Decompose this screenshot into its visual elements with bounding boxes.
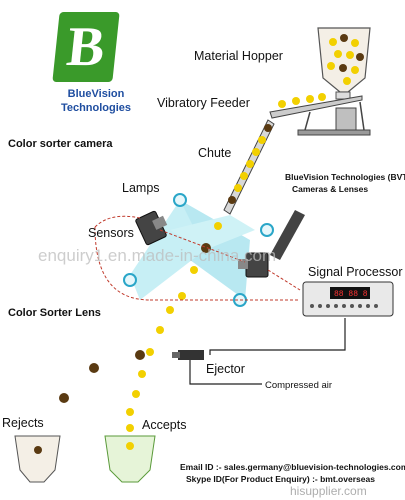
contact-email: Email ID :- sales.germany@bluevision-tec… xyxy=(180,462,405,472)
label-material-hopper: Material Hopper xyxy=(194,49,283,63)
label-lamps: Lamps xyxy=(122,181,160,195)
label-bvt-line2: Cameras & Lenses xyxy=(292,184,369,194)
camera-left-icon xyxy=(135,210,168,246)
reject-bin xyxy=(14,435,61,483)
label-chute: Chute xyxy=(198,146,232,160)
ejector-nozzle xyxy=(172,350,262,385)
vibratory-feeder xyxy=(269,95,371,136)
label-ejector: Ejector xyxy=(206,362,245,376)
lens-cable xyxy=(270,210,305,260)
logo: B BlueVision Technologies xyxy=(36,12,146,122)
accept-bin xyxy=(104,435,156,483)
falling-grains xyxy=(59,222,222,432)
light-beams xyxy=(130,200,255,300)
signal-lines xyxy=(94,215,301,301)
feeder-grains xyxy=(278,93,326,108)
footer-mark: hisupplier.com xyxy=(290,484,367,498)
logo-brand-line1: BlueVision xyxy=(67,88,125,100)
logo-badge-icon: B xyxy=(52,12,120,82)
contact-skype: Skype ID(For Product Enquiry) :- bmt.ove… xyxy=(186,474,375,484)
ejector-wire xyxy=(209,318,346,355)
label-color-sorter-lens: Color Sorter Lens xyxy=(8,307,101,319)
watermark: enquiry1.en.made-in-china.com xyxy=(38,246,277,265)
label-bvt-line1: BlueVision Technologies (BVT) xyxy=(285,172,405,182)
label-rejects: Rejects xyxy=(2,416,44,430)
logo-brand-line2: Technologies xyxy=(60,102,132,114)
label-signal-processor: Signal Processor xyxy=(308,265,403,279)
svg-text:88 88 8: 88 88 8 xyxy=(334,290,368,299)
label-color-sorter-camera: Color sorter camera xyxy=(8,138,113,150)
label-compressed-air: Compressed air xyxy=(265,380,333,391)
label-accepts: Accepts xyxy=(142,418,187,432)
material-hopper xyxy=(317,27,371,100)
camera-right-icon xyxy=(238,252,269,278)
signal-processor-box: 88 88 8 xyxy=(302,281,394,317)
label-sensors: Sensors xyxy=(88,226,134,240)
chute xyxy=(223,119,275,215)
label-vibratory-feeder: Vibratory Feeder xyxy=(157,96,250,110)
